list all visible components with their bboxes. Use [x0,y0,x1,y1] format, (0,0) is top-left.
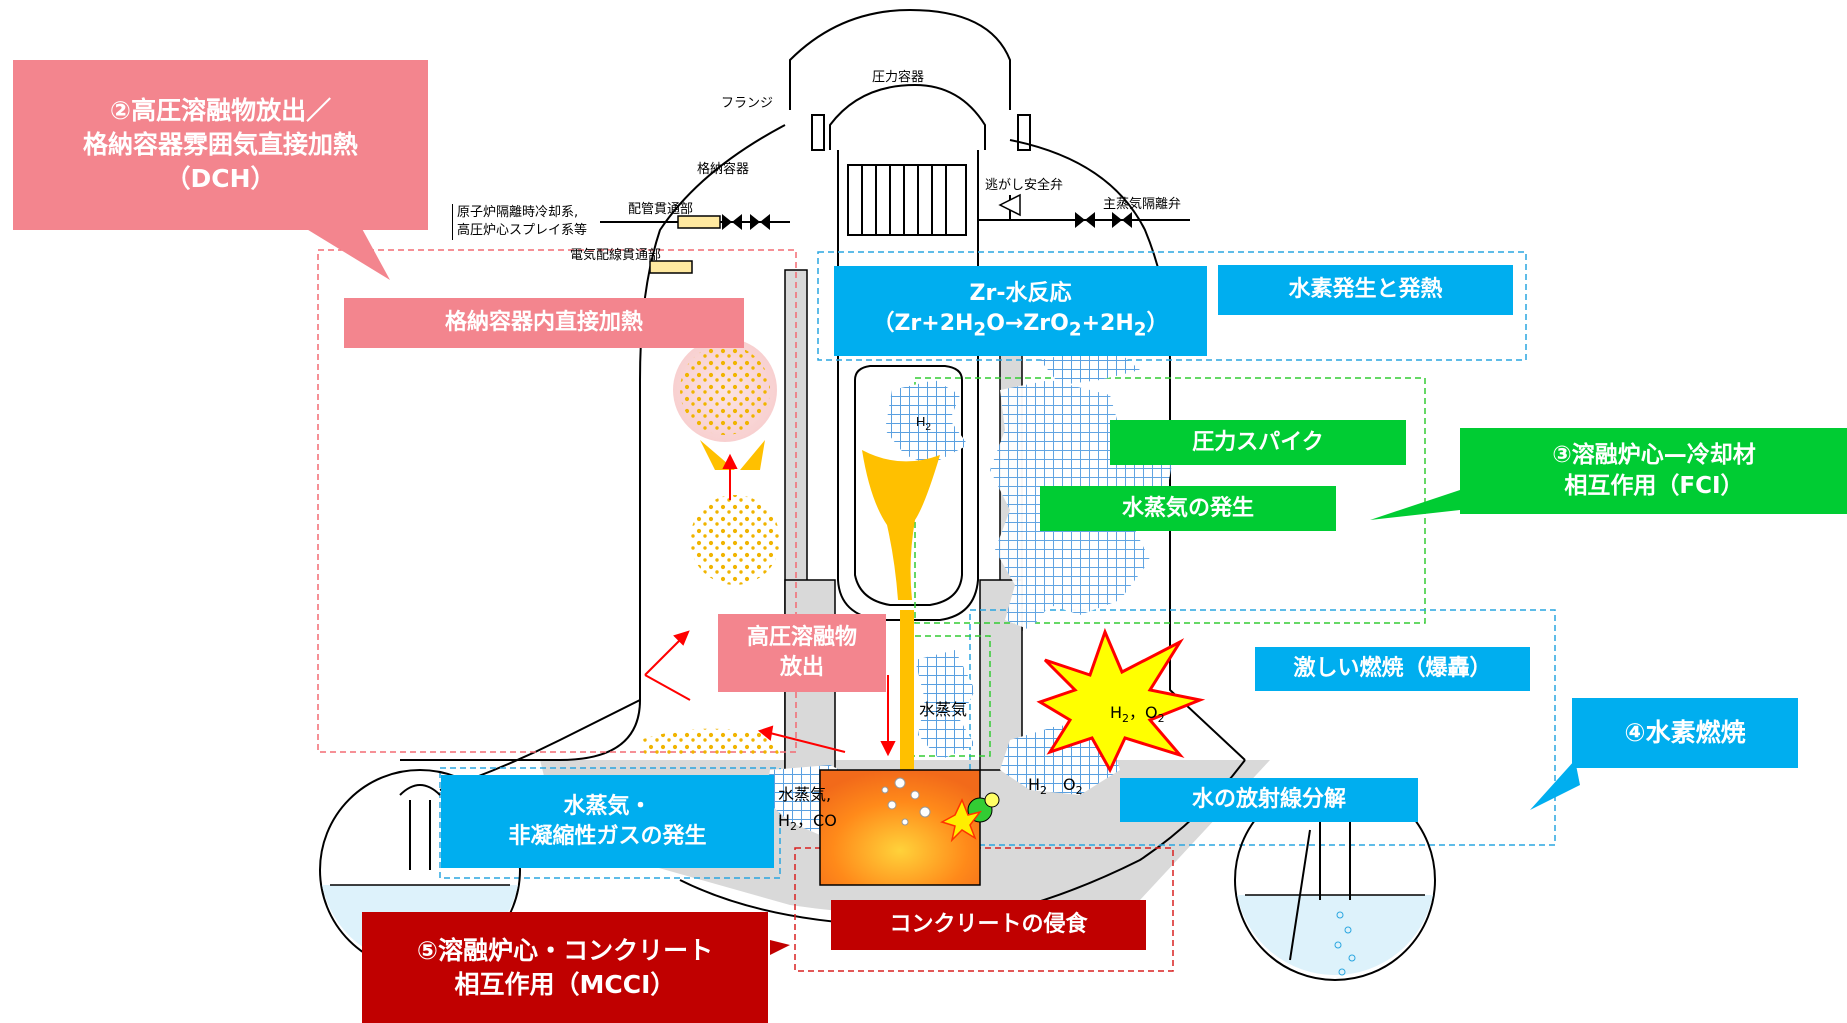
dch-callout-pointer [300,225,390,280]
pressure-vessel-label: 圧力容器 [872,70,925,85]
mcci-callout: ⑤溶融炉心・コンクリート 相互作用（MCCI） [362,912,768,1023]
combustion-region-outline [969,609,1556,846]
pipe-penetration-label: 配管貫通部 [628,202,694,217]
gas-generation-label: 水蒸気・ 非凝縮性ガスの発生 [441,775,774,868]
rpv-flange-left [811,114,825,151]
relief-valve-label: 逃がし安全弁 [985,178,1064,193]
zr-reaction-label: Zr-水反応 （Zr+2H2O→ZrO2+2H2） [834,266,1207,356]
pipe-valve-icon [722,214,770,230]
steam-gases-label-line1: 水蒸気, [778,785,831,804]
pipe-penetration-sleeve [677,215,721,229]
melt-jet [900,610,914,770]
h2-generation-label: 水素発生と発熱 [1218,265,1513,315]
msiv-label: 主蒸気隔離弁 [1103,197,1182,212]
flange-label: フランジ [721,96,774,111]
fci-callout-pointer [1370,490,1460,520]
gas-region-outline [439,767,781,879]
rpv-core-shroud [847,164,967,236]
rpv-flange-right [1017,114,1031,151]
red-arrows [644,453,896,757]
dch-callout: ②高圧溶融物放出／ 格納容器雰囲気直接加熱 （DCH） [13,60,428,230]
h2-o2-pool-label: H2 O2 [1028,775,1083,797]
h2-o2-cloud-floor [1000,725,1120,795]
radiolysis-label: 水の放射線分解 [1120,778,1418,822]
direct-heating-label: 格納容器内直接加熱 [344,298,744,348]
pool-bubbles [1334,911,1356,976]
steam-cloud-pedestal [915,650,975,760]
msiv-valve-icon [1075,212,1132,228]
cavity-bubbles [881,777,931,826]
electrical-penetration-sleeve [649,260,693,274]
containment-label: 格納容器 [697,162,750,177]
zr-reaction-title: Zr-水反応 [969,281,1072,307]
steam-gases-label-line2: H2，CO [778,811,837,833]
steam-label-pedestal: 水蒸気 [919,700,967,719]
wetwell-right-water [1237,895,1433,976]
h2burn-callout-pointer [1530,760,1580,810]
cooling-systems-label: 原子炉隔離時冷却系, 高圧炉心スプレイ系等 [452,204,587,240]
radiolysis-molecule-small [984,792,1000,808]
electrical-penetration-label: 電気配線貫通部 [570,248,662,263]
h2-label-rpv: H2 [916,414,931,433]
h2-cloud-rpv [885,380,968,465]
h2-region-outline [817,251,1527,361]
fci-region-outline [914,377,1426,624]
hp-melt-ejection-label: 高圧溶融物 放出 [718,614,886,692]
h2-o2-burst-label: H2，O2 [1110,703,1165,725]
h2-burn-callout: ④水素燃焼 [1572,698,1798,768]
fuel-bundle-lines [861,165,947,235]
cavity-melt [819,769,981,886]
molten-core-in-rpv [862,450,940,600]
dch-particle-spray [700,440,765,470]
zr-reaction-equation: （Zr+2H2O→ZrO2+2H2） [872,310,1169,341]
dch-particles-upper [680,345,770,435]
steam-generation-label: 水蒸気の発生 [1040,486,1336,531]
relief-valve-icon [998,193,1021,217]
explosion-burst-icon [1036,627,1206,774]
pressure-vessel-inner-dome [829,83,986,150]
fci-callout: ③溶融炉心—冷却材 相互作用（FCI） [1460,428,1847,514]
concrete-erosion-label: コンクリートの侵食 [831,900,1146,950]
violent-combustion-label: 激しい燃焼（爆轟） [1255,647,1530,691]
mcci-callout-pointer [770,940,790,955]
pressure-vessel-dome [789,8,1011,110]
dch-particles-floor [640,728,780,755]
dch-particles-lower [690,495,780,585]
pressure-spike-label: 圧力スパイク [1110,420,1406,465]
small-burst-icon [940,798,982,843]
mcci-region-outline [794,847,1174,972]
